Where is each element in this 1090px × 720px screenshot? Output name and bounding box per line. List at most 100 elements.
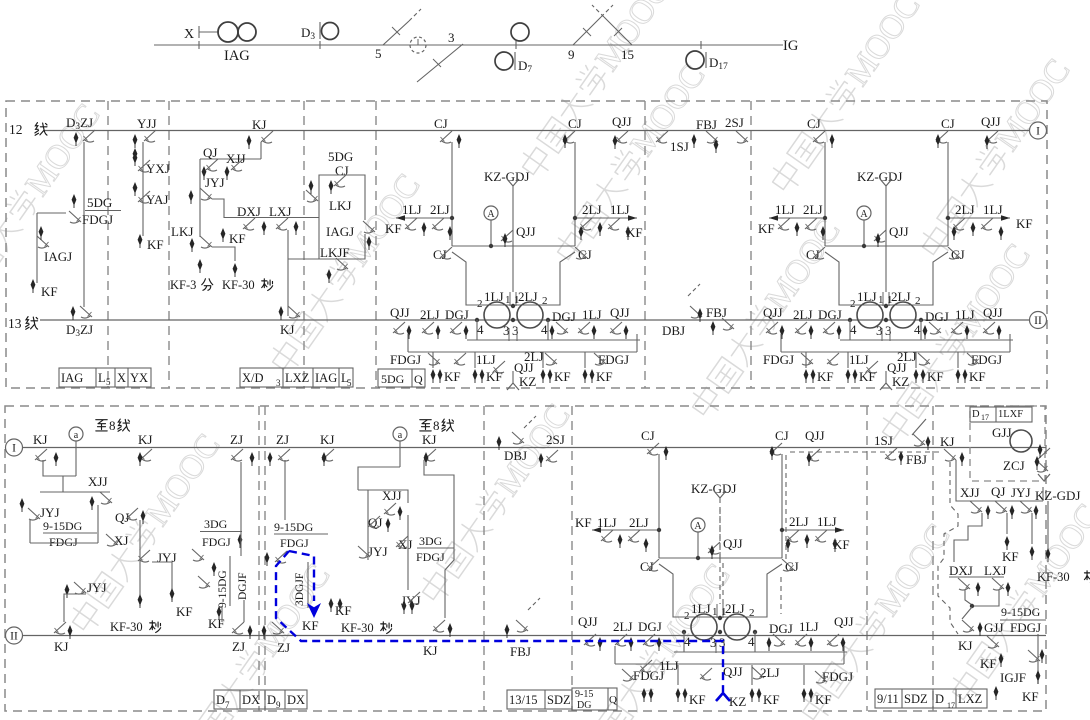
svg-text:1: 1 — [712, 606, 718, 618]
svg-text:KF: KF — [980, 656, 997, 671]
svg-text:D: D — [935, 692, 944, 706]
svg-text:3: 3 — [448, 30, 455, 45]
svg-text:5DG: 5DG — [328, 149, 353, 164]
svg-text:KF: KF — [486, 369, 503, 384]
svg-text:FDGJ: FDGJ — [971, 352, 1002, 367]
svg-text:8: 8 — [433, 418, 440, 433]
svg-text:QJJ: QJJ — [578, 614, 598, 629]
svg-text:QJ: QJ — [368, 515, 382, 530]
svg-text:2LJ: 2LJ — [789, 514, 809, 529]
svg-text:1LJ: 1LJ — [582, 307, 602, 322]
svg-text:KJ: KJ — [940, 434, 954, 449]
svg-text:FDGJ: FDGJ — [416, 550, 445, 564]
svg-text:17: 17 — [947, 701, 955, 710]
svg-text:2SJ: 2SJ — [546, 432, 565, 447]
svg-text:9-15DG: 9-15DG — [43, 519, 83, 533]
svg-text:DX: DX — [287, 693, 305, 707]
svg-text:FBJ: FBJ — [696, 117, 717, 132]
svg-text:KZ-GDJ: KZ-GDJ — [1035, 488, 1081, 503]
svg-text:2: 2 — [542, 295, 548, 307]
svg-text:2: 2 — [915, 295, 921, 307]
svg-text:2LJ: 2LJ — [582, 202, 602, 217]
svg-text:DBJ: DBJ — [504, 448, 527, 463]
svg-text:QJJ: QJJ — [514, 360, 534, 375]
svg-text:CJ: CJ — [807, 116, 821, 131]
svg-text:2LJ: 2LJ — [760, 665, 780, 680]
svg-text:15: 15 — [621, 47, 634, 62]
svg-text:1LJ: 1LJ — [610, 202, 630, 217]
svg-text:KF: KF — [147, 237, 164, 252]
svg-text:FBJ: FBJ — [906, 452, 927, 467]
svg-text:9: 9 — [568, 47, 575, 62]
svg-text:LXJ: LXJ — [984, 563, 1006, 578]
svg-text:DGJ: DGJ — [552, 309, 576, 324]
svg-text:ZJ: ZJ — [230, 432, 243, 447]
svg-text:1LJ: 1LJ — [659, 658, 679, 673]
svg-text:KF: KF — [575, 515, 592, 530]
svg-text:KF: KF — [229, 231, 246, 246]
svg-text:CJ: CJ — [941, 116, 955, 131]
svg-text:XJJ: XJJ — [382, 488, 402, 503]
svg-text:1: 1 — [721, 606, 727, 618]
svg-text:4: 4 — [477, 322, 484, 337]
svg-text:KJ: KJ — [422, 432, 436, 447]
svg-text:ZJ: ZJ — [276, 432, 289, 447]
svg-text:17: 17 — [981, 413, 989, 422]
svg-text:3DG: 3DG — [419, 534, 443, 548]
svg-text:CJ: CJ — [775, 428, 789, 443]
svg-text:SDZ: SDZ — [904, 692, 928, 706]
svg-text:D3ZJ: D3ZJ — [66, 115, 93, 132]
svg-text:A: A — [694, 521, 702, 532]
svg-text:QJJ: QJJ — [723, 664, 743, 679]
svg-text:8: 8 — [109, 418, 116, 433]
svg-text:JYJ: JYJ — [87, 580, 107, 595]
svg-text:3: 3 — [503, 323, 510, 338]
svg-text:DGJF: DGJF — [237, 573, 249, 600]
svg-text:LXZ: LXZ — [958, 692, 982, 706]
svg-text:1LJ: 1LJ — [849, 352, 869, 367]
svg-text:A: A — [860, 209, 868, 220]
svg-text:GJJ: GJJ — [992, 425, 1012, 440]
svg-text:4: 4 — [914, 322, 921, 337]
svg-text:QJJ: QJJ — [612, 114, 632, 129]
svg-text:2LJ: 2LJ — [613, 619, 633, 634]
svg-text:KF: KF — [176, 604, 193, 619]
svg-text:2SJ: 2SJ — [725, 115, 744, 130]
svg-text:QJJ: QJJ — [983, 305, 1003, 320]
svg-text:2LJ: 2LJ — [793, 307, 813, 322]
svg-text:YJJ: YJJ — [137, 116, 157, 131]
svg-text:9-15: 9-15 — [575, 689, 593, 700]
svg-text:IAGJ: IAGJ — [44, 249, 72, 264]
svg-text:13: 13 — [8, 316, 22, 331]
svg-text:3DGJF: 3DGJF — [294, 573, 306, 606]
svg-text:2LJ: 2LJ — [955, 202, 975, 217]
svg-text:JYJ: JYJ — [40, 505, 60, 520]
svg-text:1LJ: 1LJ — [402, 202, 422, 217]
svg-text:DG: DG — [577, 700, 591, 711]
svg-text:LXZ: LXZ — [285, 371, 309, 385]
svg-text:CJ: CJ — [641, 428, 655, 443]
svg-text:1LJ: 1LJ — [597, 515, 617, 530]
svg-text:GJJ: GJJ — [984, 620, 1004, 635]
svg-text:FDGJ: FDGJ — [1010, 620, 1041, 635]
svg-text:5: 5 — [347, 378, 352, 388]
svg-text:1LJ: 1LJ — [983, 202, 1003, 217]
svg-text:Q: Q — [414, 372, 423, 386]
svg-text:DBJ: DBJ — [662, 323, 685, 338]
svg-text:ZJ: ZJ — [232, 639, 245, 654]
svg-text:II: II — [10, 631, 18, 643]
svg-text:2: 2 — [850, 298, 856, 310]
svg-text:1: 1 — [514, 294, 520, 306]
svg-text:FDGJ: FDGJ — [82, 212, 113, 227]
svg-text:a: a — [74, 430, 79, 441]
svg-text:XJJ: XJJ — [960, 485, 980, 500]
svg-text:CJ: CJ — [568, 116, 582, 131]
svg-text:KJ: KJ — [958, 638, 972, 653]
svg-text:LXJ: LXJ — [269, 204, 291, 219]
svg-text:IAG: IAG — [61, 371, 83, 385]
svg-text:3: 3 — [876, 323, 883, 338]
svg-text:5DG: 5DG — [381, 372, 405, 386]
svg-text:KF: KF — [1022, 689, 1039, 704]
svg-text:1: 1 — [505, 294, 511, 306]
svg-text:QJJ: QJJ — [805, 428, 825, 443]
